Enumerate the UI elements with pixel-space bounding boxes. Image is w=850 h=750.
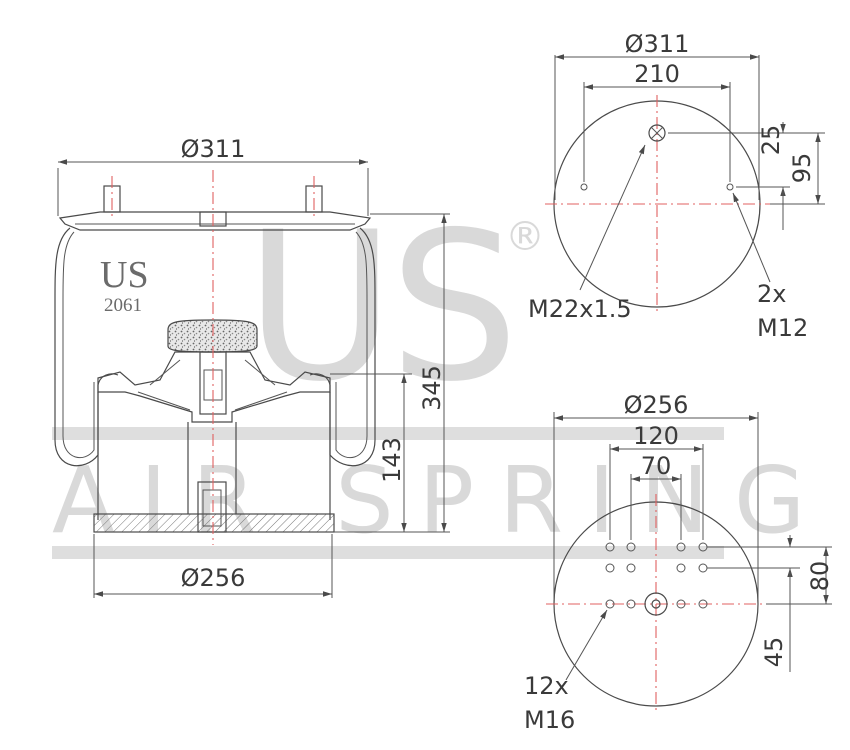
side-top-diameter: Ø311 [181, 135, 246, 163]
top-stud-hole-right [726, 183, 734, 191]
air-inlet [648, 124, 666, 142]
bolt-hole [676, 563, 686, 573]
top-offset-small: 25 [757, 125, 785, 156]
bolt-hole [605, 542, 615, 552]
brand-name: US [100, 254, 149, 296]
bolt-hole [605, 599, 615, 609]
bottom-bolt-count: 12x [524, 672, 569, 700]
side-total-height: 345 [418, 365, 446, 411]
base-center-bolt [197, 481, 227, 533]
bottom-bolt-thread: M16 [524, 706, 575, 734]
watermark-logo-text: US [245, 189, 513, 427]
bolt-hole [698, 563, 708, 573]
bottom-center-hub [644, 592, 668, 616]
side-piston-height: 143 [378, 437, 406, 483]
bolt-hole [626, 542, 636, 552]
top-stud-spacing: 210 [634, 60, 680, 88]
top-stud-hole-left [580, 183, 588, 191]
top-stud-thread: M12 [757, 314, 808, 342]
bolt-hole [626, 599, 636, 609]
bottom-plate-diameter: Ø256 [624, 391, 689, 419]
bottom-bolt-holes [605, 542, 708, 609]
top-offset-large: 95 [788, 153, 816, 184]
bolt-hole [698, 599, 708, 609]
bolt-hole [676, 599, 686, 609]
bolt-hole [626, 563, 636, 573]
bolt-hole [676, 542, 686, 552]
watermark-subtext: AIR SPRING [52, 447, 830, 554]
bolt-hole [605, 563, 615, 573]
bottom-inner-spacing: 70 [641, 452, 672, 480]
watermark-bar-top [52, 427, 724, 440]
bottom-plate-view: Ø256 120 70 45 80 12x M16 [524, 391, 834, 734]
bottom-row-spacing: 80 [806, 561, 834, 592]
bottom-outer-spacing: 120 [633, 422, 679, 450]
top-plate-view: Ø311 210 25 95 M22x1.5 2x M12 [528, 30, 825, 342]
watermark-registered-mark: ® [505, 214, 545, 260]
top-bead-plate [58, 211, 372, 231]
side-view: US 2061 Ø311 Ø256 345 143 [54, 135, 450, 598]
bellows-inner [62, 231, 368, 459]
air-inlet-thread: M22x1.5 [528, 295, 632, 323]
watermark: US ® AIR SPRING [52, 189, 830, 559]
watermark-bar-bottom [52, 546, 724, 559]
side-bottom-diameter: Ø256 [181, 564, 246, 592]
top-plate-diameter: Ø311 [625, 30, 690, 58]
piston-base [93, 513, 335, 533]
top-stud-count: 2x [757, 280, 786, 308]
brand-model: 2061 [104, 295, 142, 316]
bottom-center-offset: 45 [760, 637, 788, 668]
